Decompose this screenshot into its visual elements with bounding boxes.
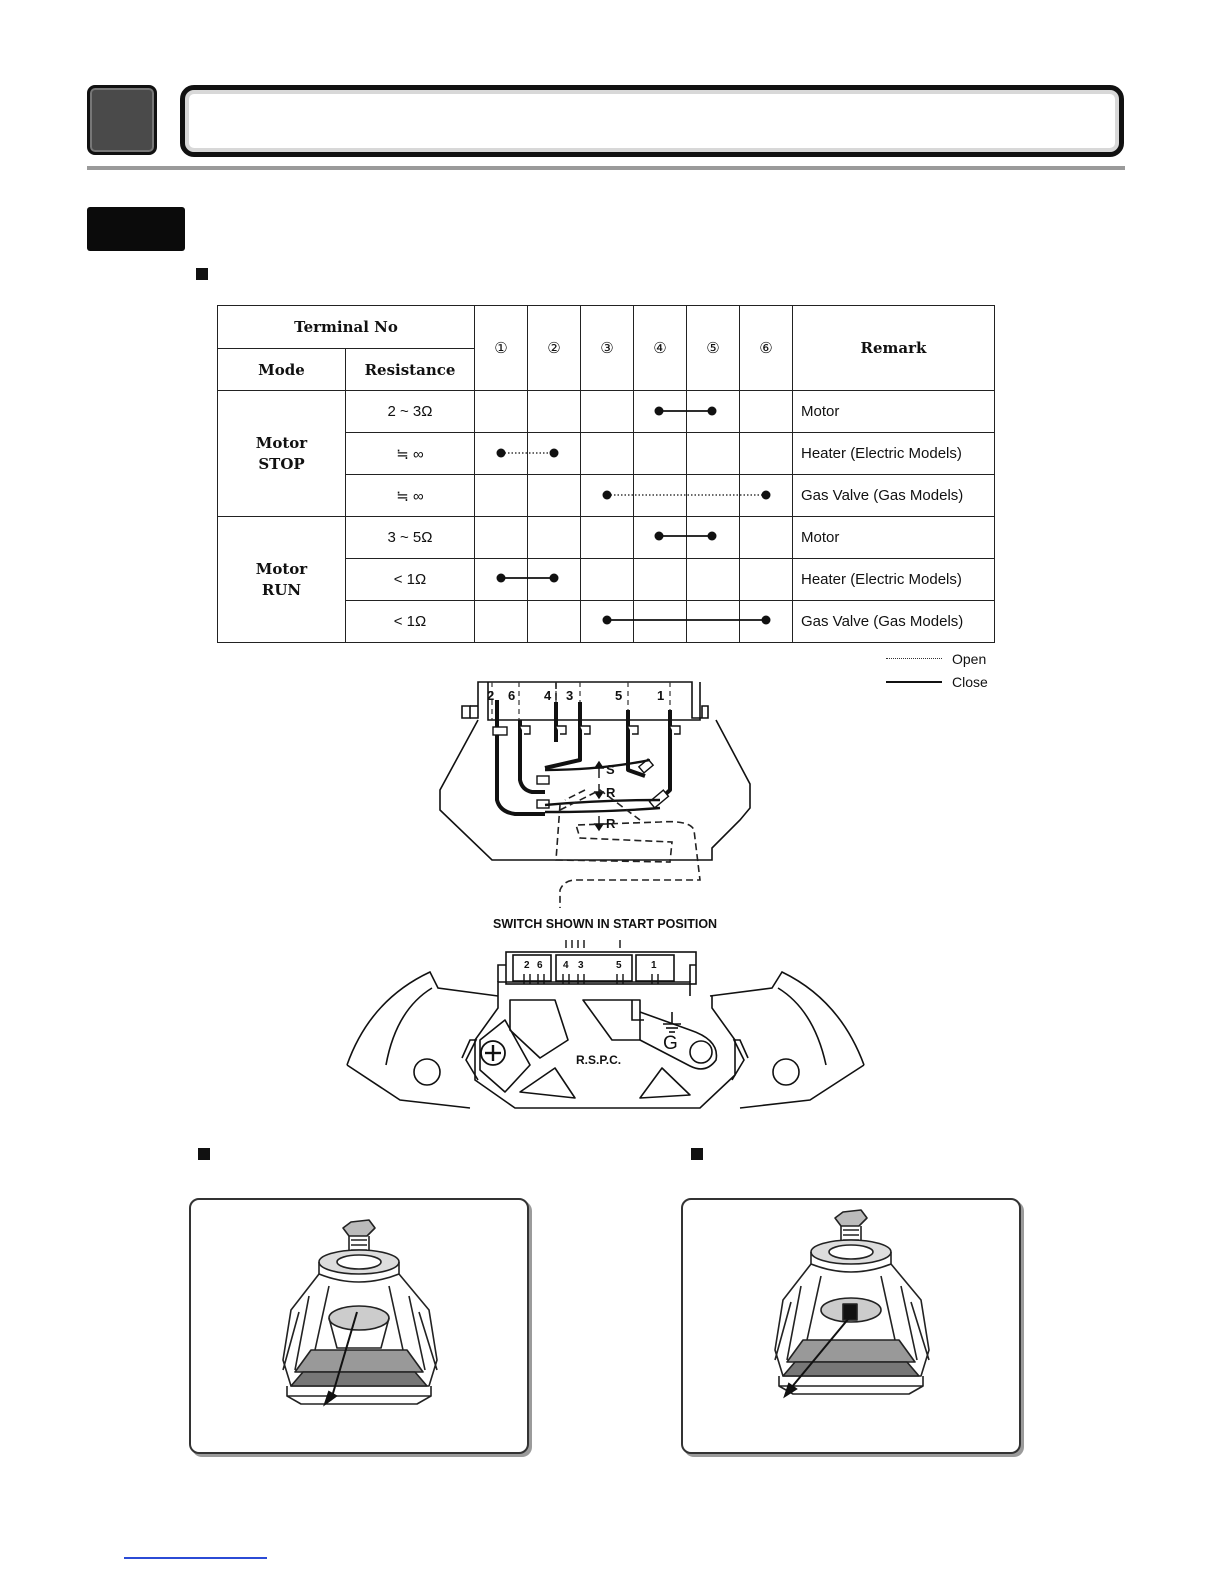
connection-dot <box>707 406 717 416</box>
connection-dot <box>602 490 612 500</box>
header-resistance: Resistance <box>345 348 475 391</box>
ground-label: G <box>663 1033 678 1054</box>
resistance-cell: < 1Ω <box>345 600 475 643</box>
table-row: ≒ ∞ Gas Valve (Gas Models) <box>218 474 995 517</box>
bottom-terminal-4: 4 <box>563 960 569 971</box>
mounting-hole-right <box>772 1058 800 1086</box>
rspc-label: R.S.P.C. <box>576 1053 621 1067</box>
connection-dot <box>654 406 664 416</box>
remark-cell: Motor <box>792 390 995 433</box>
connection-dot <box>496 573 506 583</box>
bullet-right-figure <box>691 1148 703 1160</box>
bottom-terminal-3: 3 <box>578 960 584 971</box>
figure-box-left <box>189 1198 529 1454</box>
header-remark: Remark <box>792 305 995 391</box>
legend-open-line <box>886 658 942 659</box>
label-r-lower: R <box>606 816 616 831</box>
top-terminal-3: 3 <box>566 688 573 703</box>
top-terminal-4: 4 <box>544 688 552 703</box>
header-mode: Mode <box>217 348 346 391</box>
header-terminal-no: Terminal No <box>217 305 475 349</box>
top-terminal-6: 6 <box>508 688 515 703</box>
table-row: < 1Ω Gas Valve (Gas Models) <box>218 600 995 643</box>
legend-close-label: Close <box>952 674 988 690</box>
bottom-terminal-5: 5 <box>616 960 622 971</box>
connection-dot <box>707 531 717 541</box>
header-divider <box>87 166 1125 170</box>
centrifugal-switch-illustration-right <box>774 1209 930 1399</box>
connection-dot <box>761 615 771 625</box>
mounting-hole-left <box>413 1058 441 1086</box>
section-number-box <box>87 85 157 155</box>
top-terminal-2: 2 <box>487 688 494 703</box>
switch-wiring-diagram: 2 6 4 3 5 1 S R <box>346 681 865 1109</box>
label-s: S <box>606 762 615 777</box>
bottom-terminal-2: 2 <box>524 960 530 971</box>
header-terminal-5: ⑤ <box>686 305 740 391</box>
subsection-tab <box>87 207 185 251</box>
resistance-cell: ≒ ∞ <box>345 432 475 475</box>
resistance-cell: < 1Ω <box>345 558 475 601</box>
resistance-cell: 3 ~ 5Ω <box>345 516 475 559</box>
centrifugal-switch-illustration-left <box>282 1219 438 1407</box>
remark-cell: Heater (Electric Models) <box>792 558 995 601</box>
connection-dot <box>654 531 664 541</box>
remark-cell: Heater (Electric Models) <box>792 432 995 475</box>
connection-dot <box>496 448 506 458</box>
bottom-terminal-6: 6 <box>537 960 543 971</box>
plus-terminal-icon <box>480 1040 506 1066</box>
top-terminal-1: 1 <box>657 688 664 703</box>
diagram-caption: SWITCH SHOWN IN START POSITION <box>493 917 717 931</box>
remark-cell: Gas Valve (Gas Models) <box>792 600 995 643</box>
section-title-bar <box>180 85 1124 157</box>
connection-dot <box>549 448 559 458</box>
header-terminal-4: ④ <box>633 305 687 391</box>
connection-overlay <box>496 406 771 625</box>
bullet-table <box>196 268 208 280</box>
connection-dot <box>761 490 771 500</box>
connection-dot <box>549 573 559 583</box>
footer-link-underline <box>124 1557 267 1559</box>
connection-dot <box>602 615 612 625</box>
label-r-upper: R <box>606 785 616 800</box>
switch-spec-table: Terminal No ① ② ③ ④ ⑤ ⑥ Remark Mode Resi… <box>217 305 995 643</box>
figure-box-right <box>681 1198 1021 1454</box>
legend-open-label: Open <box>952 651 987 667</box>
bullet-left-figure <box>198 1148 210 1160</box>
legend-close-line <box>886 681 942 683</box>
top-terminal-5: 5 <box>615 688 622 703</box>
table-row: Motor RUN 3 ~ 5Ω Motor <box>217 516 995 643</box>
bottom-terminal-1: 1 <box>651 960 657 971</box>
remark-cell: Motor <box>792 516 995 559</box>
resistance-cell: 2 ~ 3Ω <box>345 390 475 433</box>
